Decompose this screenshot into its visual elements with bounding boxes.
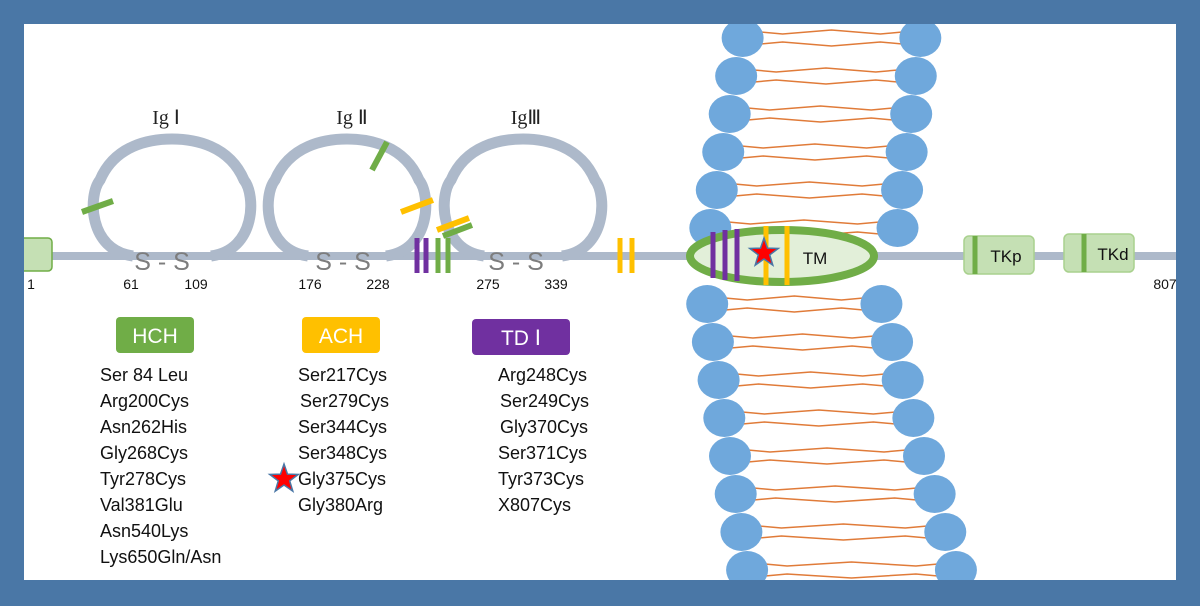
- position-label: 228: [366, 276, 390, 292]
- fgfr3-diagram: Ig Ⅰ Ig Ⅱ IgⅢ S - S S - S S - S 1 61 109…: [24, 24, 1176, 580]
- position-label: 275: [476, 276, 500, 292]
- position-label: 807: [1153, 276, 1176, 292]
- red-star-icon: [747, 235, 781, 267]
- ig1-label: Ig Ⅰ: [152, 107, 180, 129]
- position-label: 176: [298, 276, 322, 292]
- disulfide-bond-1: S - S: [134, 248, 190, 276]
- hch-badge-label: HCH: [132, 325, 178, 348]
- ig3-label: IgⅢ: [511, 107, 541, 129]
- hch-mutation-marker: [441, 222, 474, 239]
- lipid-head: [691, 323, 734, 361]
- mutation-item: Arg200Cys: [100, 391, 189, 411]
- position-label: 61: [123, 276, 139, 292]
- lipid-head: [721, 24, 764, 57]
- lipid-head: [885, 133, 928, 171]
- mutation-item: X807Cys: [498, 495, 571, 515]
- tkd-label: TKd: [1097, 245, 1128, 264]
- hch-mutation-list: Ser 84 Leu Arg200Cys Asn262His Gly268Cys…: [100, 365, 221, 567]
- ig2-label: Ig Ⅱ: [336, 107, 368, 129]
- lipid-head: [892, 399, 935, 437]
- lipid-bilayer: [686, 24, 977, 580]
- lipid-head: [876, 209, 919, 247]
- disulfide-bond-2: S - S: [315, 248, 371, 276]
- lipid-head: [708, 95, 751, 133]
- mutation-item: Lys650Gln/Asn: [100, 547, 221, 567]
- disulfide-bond-3: S - S: [488, 248, 544, 276]
- mutation-item: Ser348Cys: [298, 443, 387, 463]
- mutation-item: Tyr278Cys: [100, 469, 186, 489]
- mutation-item: Tyr373Cys: [498, 469, 584, 489]
- lipid-head: [715, 57, 758, 95]
- lipid-head: [709, 437, 751, 475]
- lipid-head: [697, 361, 740, 399]
- ach-badge-label: ACH: [319, 325, 363, 348]
- position-label: 109: [184, 276, 208, 292]
- lipid-head: [726, 551, 769, 580]
- mutation-item: Gly375Cys: [298, 469, 386, 489]
- mutation-item: Gly268Cys: [100, 443, 188, 463]
- td1-mutation-list: Arg248Cys Ser249Cys Gly370Cys Ser371Cys …: [498, 365, 589, 515]
- td1-badge-label: TD Ⅰ: [501, 327, 541, 350]
- hch-mutation-marker: [80, 198, 115, 215]
- mutation-item: Ser249Cys: [500, 391, 589, 411]
- lipid-head: [881, 171, 924, 209]
- mutation-item: Asn262His: [100, 417, 187, 437]
- ach-badge: ACH: [302, 317, 380, 353]
- lipid-head: [860, 285, 903, 323]
- hch-badge: HCH: [116, 317, 194, 353]
- hch-mutation-marker: [369, 140, 390, 172]
- tm-domain: TM: [686, 226, 878, 286]
- lipid-head: [894, 57, 937, 95]
- diagram-canvas: Ig Ⅰ Ig Ⅱ IgⅢ S - S S - S S - S 1 61 109…: [24, 24, 1176, 580]
- lipid-head: [871, 323, 914, 361]
- tkp-domain: TKp: [963, 235, 1035, 275]
- lipid-head: [881, 361, 924, 399]
- lipid-head: [702, 133, 745, 171]
- tkp-label: TKp: [990, 247, 1021, 266]
- lipid-head: [890, 95, 933, 133]
- linker-mutation-bars: [414, 238, 451, 273]
- lipid-head: [913, 475, 956, 513]
- lipid-head: [924, 513, 967, 551]
- ig1-loop: [87, 133, 257, 262]
- n-terminal-box: [24, 237, 53, 272]
- lipid-head: [899, 24, 942, 57]
- lipid-head: [720, 513, 763, 551]
- position-label: 339: [544, 276, 568, 292]
- mutation-item: Ser279Cys: [300, 391, 389, 411]
- juxtamembrane-ach-bars: [617, 238, 635, 273]
- position-label: 1: [27, 276, 35, 292]
- mutation-item: Ser344Cys: [298, 417, 387, 437]
- lipid-head: [686, 285, 729, 323]
- mutation-item: Ser 84 Leu: [100, 365, 188, 385]
- ach-mutation-marker: [435, 215, 471, 233]
- lipid-head: [695, 171, 738, 209]
- lipid-head: [714, 475, 757, 513]
- mutation-item: Ser371Cys: [498, 443, 587, 463]
- red-star-icon: [267, 461, 301, 493]
- mutation-item: Ser217Cys: [298, 365, 387, 385]
- tkd-domain: TKd: [1063, 233, 1135, 273]
- td1-badge: TD Ⅰ: [472, 319, 570, 355]
- ach-mutation-marker: [399, 197, 435, 215]
- tm-label: TM: [803, 249, 828, 268]
- lipid-head: [703, 399, 746, 437]
- ig2-loop: [262, 133, 432, 262]
- lipid-head: [934, 551, 977, 580]
- mutation-item: Arg248Cys: [498, 365, 587, 385]
- ig3-loop: [438, 133, 608, 262]
- mutation-item: Gly380Arg: [298, 495, 383, 515]
- mutation-item: Gly370Cys: [500, 417, 588, 437]
- ach-mutation-list: Ser217Cys Ser279Cys Ser344Cys Ser348Cys …: [267, 365, 389, 515]
- lipid-head: [903, 437, 945, 475]
- mutation-item: Val381Glu: [100, 495, 183, 515]
- mutation-item: Asn540Lys: [100, 521, 188, 541]
